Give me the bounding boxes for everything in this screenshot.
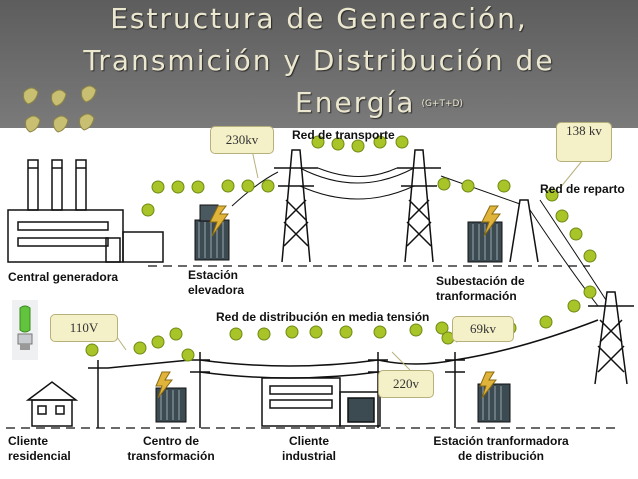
label-subestacion: Subestación de tranformación (436, 274, 525, 303)
substation-transformer-icon (467, 199, 539, 263)
dashed-ground-lines (6, 265, 620, 429)
label-red-media-tension: Red de distribución en media tensión (216, 310, 430, 324)
label-estacion-distribucion: Estación tranformadora de distribución (433, 434, 569, 463)
title-line-3: Energía (G+T+D) (60, 86, 638, 119)
title-line-3-text: Energía (295, 86, 416, 119)
energy-flow-beads (85, 135, 597, 362)
callout-69kv: 69kv (452, 316, 514, 342)
title-banner (0, 0, 638, 128)
title-line-1: Estructura de Generación, (110, 2, 528, 35)
label-estacion-elevadora: Estación elevadora (188, 268, 245, 297)
label-centro-transformacion: Centro de transformación (127, 434, 215, 463)
callout-138kv: 138 kv (556, 122, 612, 162)
label-cliente-residencial: Cliente residencial (8, 434, 71, 463)
station-transformer-icon (477, 371, 511, 423)
distribution-transformer-icon (155, 371, 187, 423)
step-up-transformer-icon (194, 204, 230, 261)
label-cliente-industrial: Cliente industrial (281, 434, 336, 463)
label-red-transporte: Red de transporte (292, 128, 395, 142)
energy-saving-bulb-icon (12, 300, 38, 360)
callout-220v: 220v (378, 370, 434, 398)
power-plant-icon (7, 159, 164, 263)
label-red-reparto: Red de reparto (540, 182, 625, 196)
transmission-tower-left-icon (274, 149, 318, 263)
callout-110v: 110V (50, 314, 118, 342)
distribution-tower-icon (529, 199, 634, 385)
callout-230kv: 230kv (210, 126, 274, 154)
transmission-lines (231, 167, 521, 207)
factory-icon (261, 377, 381, 427)
title-line-2: Transmición y Distribución de (83, 44, 555, 77)
house-icon (25, 381, 79, 427)
title-suffix: (G+T+D) (421, 99, 463, 109)
label-central-generadora: Central generadora (8, 270, 119, 284)
leaf-cluster-icon (23, 85, 97, 133)
transmission-tower-right-icon (397, 149, 441, 263)
